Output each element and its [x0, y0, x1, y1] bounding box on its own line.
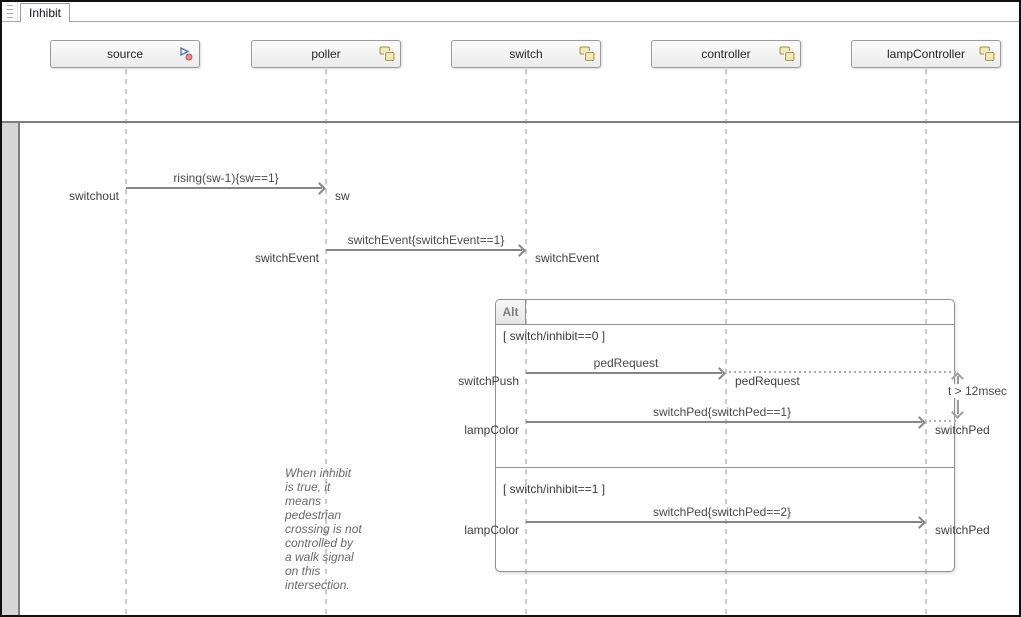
- header-separator: [2, 121, 1019, 123]
- annotation-note[interactable]: When inhibit is true, it means pedestria…: [285, 466, 362, 592]
- chart-icon: [979, 46, 996, 62]
- sender-port-label: switchPush: [458, 374, 519, 388]
- message-arrow-switchped-1[interactable]: [526, 421, 922, 423]
- receiver-port-label: sw: [335, 189, 350, 203]
- sender-port-label: lampColor: [464, 423, 519, 437]
- message-arrow-rising[interactable]: [126, 187, 322, 189]
- sender-port-label: lampColor: [464, 523, 519, 537]
- message-label: switchPed{switchPed==2}: [652, 505, 792, 519]
- lifeline-lampcontroller[interactable]: [925, 69, 927, 615]
- lifeline-head-switch[interactable]: switch: [451, 40, 601, 68]
- tab-bar: [2, 2, 1019, 21]
- lifeline-controller[interactable]: [725, 69, 727, 615]
- lifeline-head-label: switch: [509, 47, 543, 61]
- message-label: pedRequest: [593, 356, 659, 370]
- alt-guard-2: [ switch/inhibit==1 ]: [503, 482, 606, 496]
- message-arrow-switchped-2[interactable]: [526, 521, 922, 523]
- message-arrow-pedrequest[interactable]: [526, 372, 722, 374]
- lifeline-poller[interactable]: [325, 69, 327, 615]
- lifeline-head-label: controller: [701, 47, 751, 61]
- receiver-port-label: switchPed: [935, 423, 990, 437]
- lifeline-source[interactable]: [125, 69, 127, 615]
- vertical-scrollbar-track[interactable]: [2, 123, 20, 615]
- input-signal-icon: [178, 46, 194, 62]
- receiver-port-label: switchPed: [935, 523, 990, 537]
- sender-port-label: switchout: [68, 189, 119, 203]
- message-label: switchPed{switchPed==1}: [652, 405, 792, 419]
- lifeline-head-poller[interactable]: poller: [251, 40, 401, 68]
- receiver-port-label: pedRequest: [735, 374, 800, 388]
- alt-fragment[interactable]: Alt [ switch/inhibit==0 ] [ switch/inhib…: [495, 299, 955, 572]
- constraint-dotted-line-top: [729, 371, 959, 373]
- lifeline-head-controller[interactable]: controller: [651, 40, 801, 68]
- message-label: switchEvent{switchEvent==1}: [347, 233, 505, 247]
- alt-operand-divider: [496, 467, 954, 468]
- chart-icon: [579, 46, 596, 62]
- lifeline-head-source[interactable]: source: [50, 40, 200, 68]
- alt-guard-1: [ switch/inhibit==0 ]: [503, 329, 606, 343]
- lifeline-head-lampcontroller[interactable]: lampController: [851, 40, 1001, 68]
- lifeline-switch[interactable]: [525, 69, 527, 615]
- receiver-port-label: switchEvent: [535, 251, 600, 265]
- lifeline-head-label: lampController: [886, 47, 966, 61]
- message-label: rising(sw-1){sw==1}: [173, 171, 279, 185]
- duration-constraint-label: t > 12msec: [946, 384, 1010, 398]
- message-arrow-switchevent[interactable]: [326, 249, 522, 251]
- chart-icon: [779, 46, 796, 62]
- constraint-dotted-line-bottom: [929, 420, 959, 422]
- alt-operator-label: Alt: [496, 300, 526, 324]
- sender-port-label: switchEvent: [254, 251, 319, 265]
- chart-icon: [379, 46, 396, 62]
- tab-bar-divider: [17, 2, 18, 21]
- grip-icon[interactable]: [7, 5, 13, 19]
- duration-constraint-line[interactable]: [957, 400, 959, 414]
- duration-constraint-line[interactable]: [957, 376, 959, 384]
- tab-inhibit[interactable]: Inhibit: [20, 3, 70, 22]
- lifeline-head-label: source: [106, 47, 144, 61]
- lifeline-head-label: poller: [311, 47, 341, 61]
- tab-label: Inhibit: [28, 6, 62, 20]
- alt-header-line: [496, 324, 954, 325]
- tab-bar-underline: [2, 21, 1019, 22]
